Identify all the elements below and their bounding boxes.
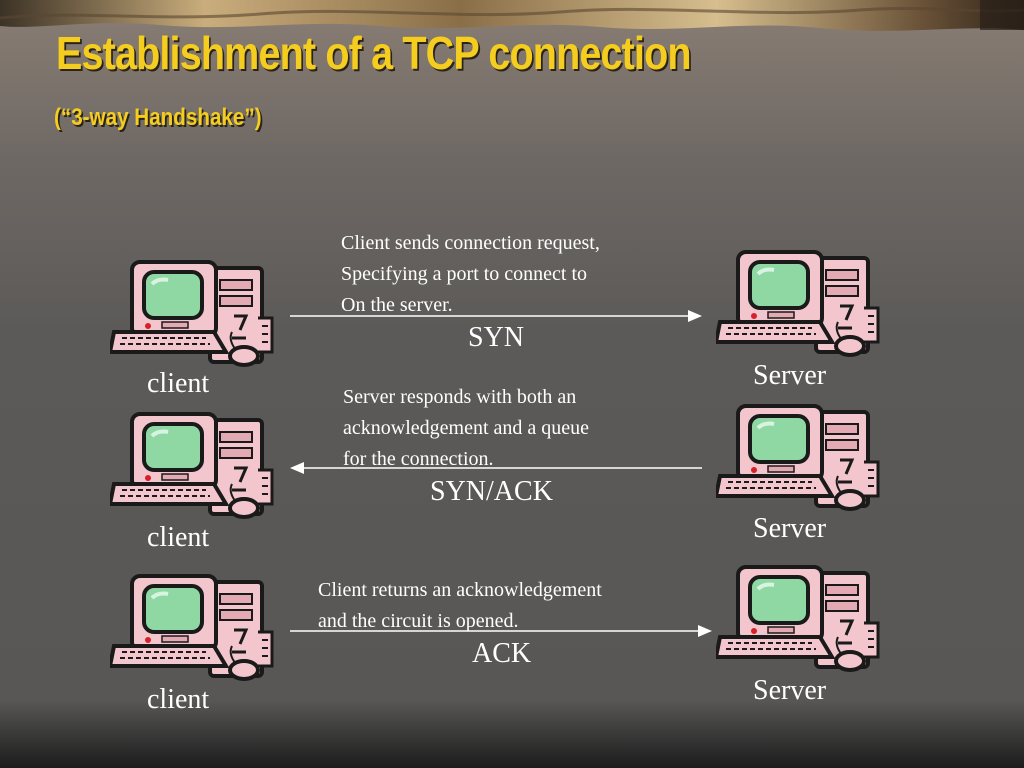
message-syn: SYN (468, 322, 525, 353)
slide-title: Establishment of a TCP connection (56, 27, 692, 79)
client-computer-icon (110, 412, 274, 519)
step-description: Client returns an acknowledgement and th… (318, 579, 602, 632)
message-ack: ACK (472, 638, 532, 669)
client-label: client (147, 522, 210, 553)
server-label: Server (753, 360, 827, 391)
step-description: Client sends connection request, Specify… (341, 232, 600, 316)
server-computer-icon (716, 250, 880, 357)
client-label: client (147, 684, 210, 715)
client-label: client (147, 368, 210, 399)
server-computer-icon (716, 565, 880, 672)
server-computer-icon (716, 404, 880, 511)
slide-subtitle: (“3-way Handshake”) (54, 104, 262, 131)
top-decorative-band (0, 0, 1024, 31)
message-syn-ack: SYN/ACK (430, 476, 553, 507)
step-description: Server responds with both an acknowledge… (343, 386, 590, 470)
client-computer-icon (110, 260, 274, 367)
client-computer-icon (110, 574, 274, 681)
arrow-server-to-client (290, 462, 702, 474)
server-label: Server (753, 675, 827, 706)
server-label: Server (753, 513, 827, 544)
arrow-client-to-server (290, 625, 712, 637)
arrow-client-to-server (290, 310, 702, 322)
